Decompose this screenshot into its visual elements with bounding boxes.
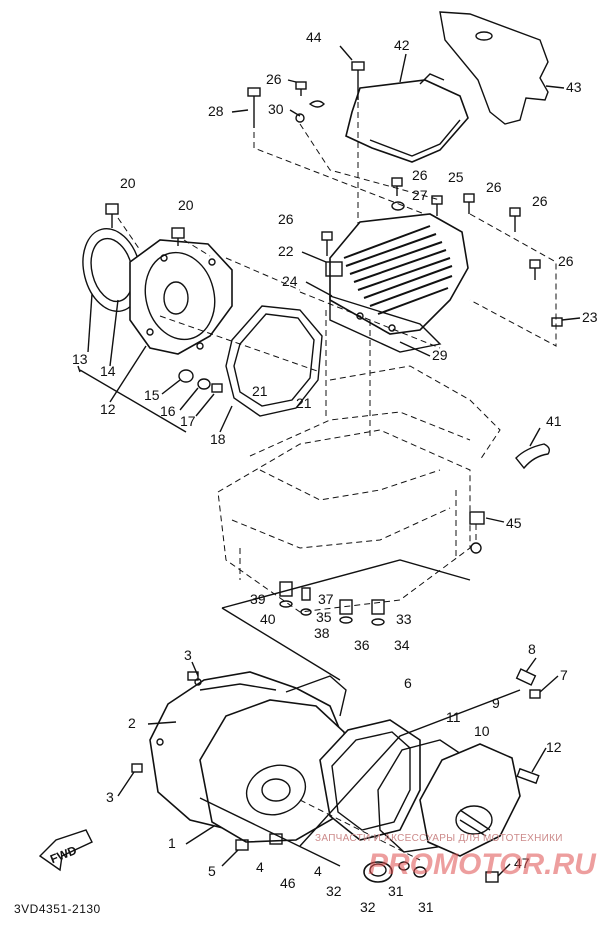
callout-14: 13 [72, 351, 88, 367]
bracket-tick [77, 365, 81, 373]
callout-20a: 20 [120, 175, 136, 191]
callout-26e: 26 [278, 211, 294, 227]
bolt-28 [247, 87, 441, 221]
callout-38: 36 [354, 637, 370, 653]
callout-21b: 21 [296, 395, 312, 411]
callout-27: 27 [412, 187, 428, 203]
callout-11: 11 [446, 709, 461, 725]
callout-35: 33 [396, 611, 412, 627]
bolt-46 [351, 61, 365, 100]
watermark-logo: PROMOTOR.RU [368, 848, 596, 881]
callout-25: 25 [448, 169, 464, 185]
cover-plate-45 [439, 11, 549, 125]
callout-26d: 26 [532, 193, 548, 209]
cover-6 [319, 719, 421, 841]
callout-40: 38 [314, 625, 330, 641]
callout-26c: 26 [486, 179, 502, 195]
callout-12: 12 [546, 739, 562, 755]
callout-31: 31 [418, 899, 434, 915]
callout-4a: 4 [256, 859, 264, 875]
guide-dashed-head [469, 213, 557, 347]
callout-26f: 26 [558, 253, 574, 269]
seal-43 [515, 443, 551, 470]
bolt-26-top [295, 81, 307, 96]
callout-16: 15 [144, 387, 160, 403]
head-cover-22 [325, 213, 469, 335]
cover-13 [129, 239, 233, 355]
guide-dashed-lower [299, 799, 421, 861]
callout-30: 30 [268, 101, 284, 117]
frame-line-upper [221, 559, 471, 609]
callout-47: 45 [506, 515, 522, 531]
cover-44 [345, 73, 469, 163]
gasket-29 [329, 295, 442, 353]
guide-dashed-20a [117, 217, 141, 251]
callout-2: 2 [128, 715, 136, 731]
guide-dashed-30 [299, 123, 441, 201]
parts-31-34 [363, 861, 427, 883]
gasket-19 [225, 305, 323, 417]
callout-29: 29 [432, 347, 448, 363]
leader-lines [87, 45, 581, 877]
callout-39: 37 [318, 591, 334, 607]
crankcase-upper [217, 365, 501, 613]
callout-45: 43 [566, 79, 582, 95]
callout-43: 41 [546, 413, 562, 429]
callout-24: 24 [282, 273, 298, 289]
callout-22: 22 [278, 243, 294, 259]
callout-8: 8 [528, 641, 536, 657]
callout-17: 16 [160, 403, 176, 419]
guide-dashed-20b [183, 239, 211, 257]
callout-7: 7 [560, 667, 568, 683]
callout-5: 5 [208, 863, 216, 879]
callout-41: 39 [250, 591, 266, 607]
washer-30 [295, 100, 325, 123]
callout-26a: 26 [266, 71, 282, 87]
callout-labels: 44 42 43 26 28 30 26 27 25 26 26 26 26 2… [48, 29, 598, 915]
callout-48: 46 [280, 875, 296, 891]
callout-4b: 4 [314, 863, 322, 879]
diagram-code: 3VD4351-2130 [14, 902, 101, 916]
callout-19: 18 [210, 431, 226, 447]
callout-37: 35 [316, 609, 332, 625]
callout-32: 31 [388, 883, 404, 899]
callout-23: 23 [582, 309, 598, 325]
bolts-20 [105, 203, 185, 246]
frame-line-6 [299, 689, 521, 847]
callout-28: 28 [208, 103, 224, 119]
guide-dashed-13b [225, 257, 301, 291]
callout-33: 32 [360, 899, 376, 915]
callout-1: 1 [168, 835, 176, 851]
frame-line-left [221, 607, 341, 681]
callout-20b: 20 [178, 197, 194, 213]
callout-21a: 21 [252, 383, 268, 399]
callout-3a: 3 [184, 647, 192, 663]
head-bolts [321, 177, 563, 327]
fwd-arrow [38, 829, 93, 872]
callout-46: 44 [306, 29, 322, 45]
callout-13: 12 [100, 401, 116, 417]
parts-16-18 [178, 369, 223, 393]
fwd-label: FWD [48, 843, 79, 866]
cover-10 [419, 743, 521, 857]
callout-3b: 3 [106, 789, 114, 805]
callout-42: 40 [260, 611, 276, 627]
callout-6: 6 [404, 675, 412, 691]
callout-26b: 26 [412, 167, 428, 183]
bracket-line-13 [79, 369, 187, 433]
callout-44: 42 [394, 37, 410, 53]
fitting-47 [469, 511, 485, 554]
callout-15: 14 [100, 363, 116, 379]
callout-36: 34 [394, 637, 410, 653]
callout-10: 10 [474, 723, 490, 739]
callout-9: 9 [492, 695, 500, 711]
callout-49: 47 [514, 855, 530, 871]
frame-line-1 [199, 797, 341, 867]
watermark-tagline: ЗАПЧАСТИ И АКСЕССУАРЫ ДЛЯ МОТОТЕХНИКИ [315, 833, 563, 844]
callout-34: 32 [326, 883, 342, 899]
callout-18: 17 [180, 413, 196, 429]
bolts-lower [131, 668, 541, 883]
